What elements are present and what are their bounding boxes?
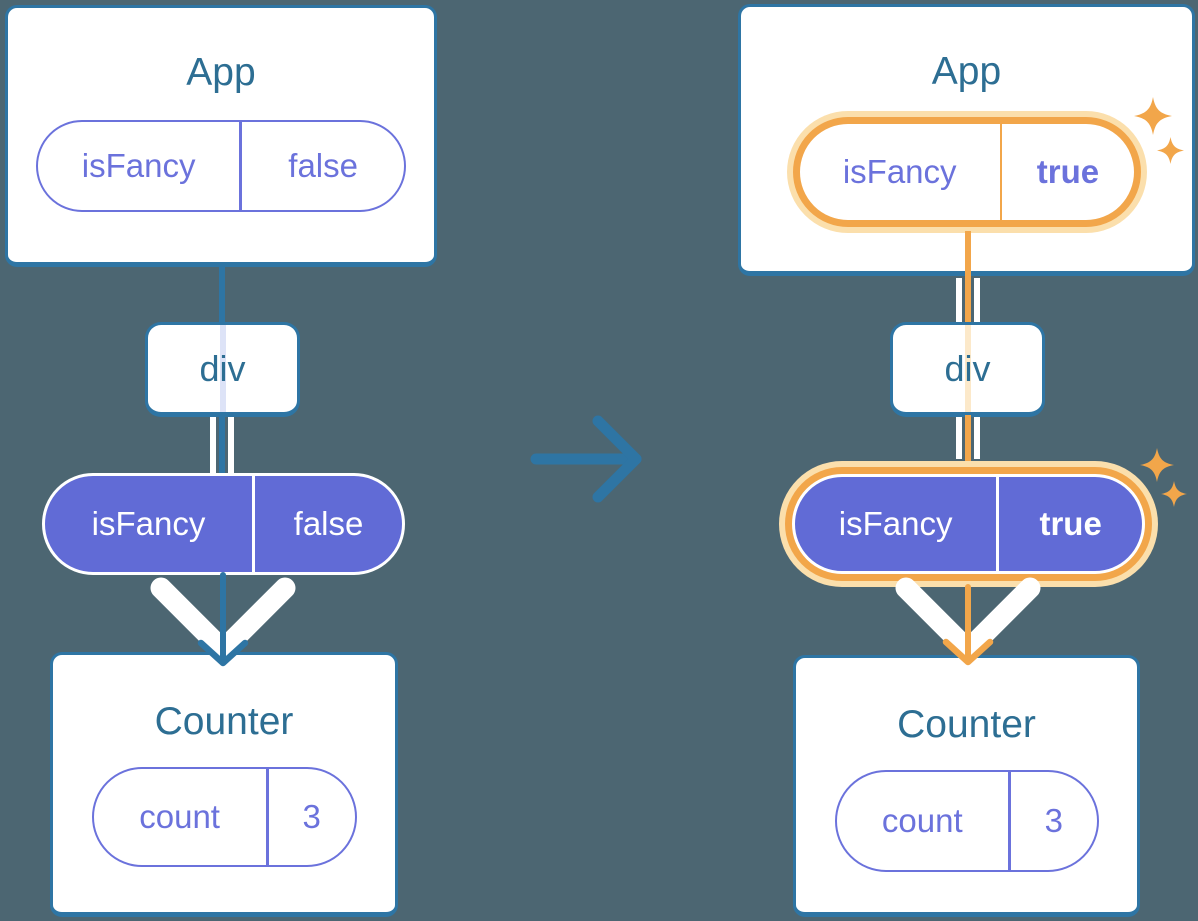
- pill-divider: [999, 124, 1003, 220]
- right-props-line: [974, 278, 980, 322]
- left-app-card: App isFancy false: [5, 5, 437, 267]
- left-counter-title: Counter: [154, 700, 294, 743]
- right-edge-app-div: [965, 231, 971, 322]
- state-name: isFancy: [838, 505, 953, 542]
- prop-name: isFancy: [81, 147, 196, 184]
- pill-divider: [265, 769, 269, 865]
- pill-divider: [252, 476, 256, 572]
- left-counter-prop-pill: count 3: [91, 767, 357, 867]
- prop-value: true: [1036, 153, 1100, 190]
- right-app-title: App: [931, 50, 1002, 93]
- right-props-line: [956, 278, 962, 322]
- right-counter-prop-pill: count 3: [834, 770, 1099, 872]
- left-div-node: div: [145, 322, 300, 417]
- right-props-line: [974, 417, 980, 459]
- left-app-prop-pill: isFancy false: [36, 120, 406, 212]
- left-div-label: div: [199, 347, 246, 389]
- right-state-pill-highlighted: isFancy true: [792, 474, 1145, 574]
- prop-value: 3: [1044, 802, 1063, 839]
- left-counter-card: Counter count 3: [50, 652, 398, 917]
- prop-value: false: [288, 147, 358, 184]
- prop-name: count: [881, 802, 963, 839]
- left-edge-div-state: [219, 415, 225, 475]
- right-div-label: div: [944, 347, 991, 389]
- pill-divider: [996, 477, 1000, 571]
- state-name: isFancy: [91, 505, 206, 542]
- right-counter-card: Counter count 3: [793, 655, 1140, 917]
- prop-name: isFancy: [842, 153, 957, 190]
- left-app-title: App: [186, 51, 256, 94]
- right-app-prop-pill-highlighted: isFancy true: [792, 117, 1141, 227]
- right-div-node: div: [890, 322, 1045, 417]
- right-counter-title: Counter: [897, 703, 1036, 746]
- left-props-line: [228, 417, 234, 474]
- right-div-passthrough-line: [964, 325, 971, 412]
- left-edge-app-div: [219, 263, 225, 323]
- right-arrow-icon: [530, 415, 642, 503]
- right-props-line: [956, 417, 962, 459]
- sparkle-icon: [1134, 97, 1172, 135]
- state-value: false: [293, 505, 364, 542]
- left-div-passthrough-line: [219, 325, 226, 412]
- right-edge-div-state: [965, 415, 971, 463]
- sparkle-icon: [1140, 448, 1174, 482]
- prop-name: count: [139, 798, 220, 835]
- right-app-card: App isFancy true: [738, 4, 1195, 276]
- state-value: true: [1039, 505, 1102, 542]
- prop-value: 3: [302, 798, 321, 835]
- sparkle-icon: [1161, 481, 1187, 507]
- pill-divider: [1008, 772, 1012, 870]
- pill-divider: [239, 122, 243, 210]
- down-chevron-arrow-icon: [895, 577, 1041, 666]
- sparkle-icon: [1157, 137, 1184, 164]
- left-props-line: [210, 417, 216, 474]
- down-chevron-arrow-icon: [150, 572, 296, 667]
